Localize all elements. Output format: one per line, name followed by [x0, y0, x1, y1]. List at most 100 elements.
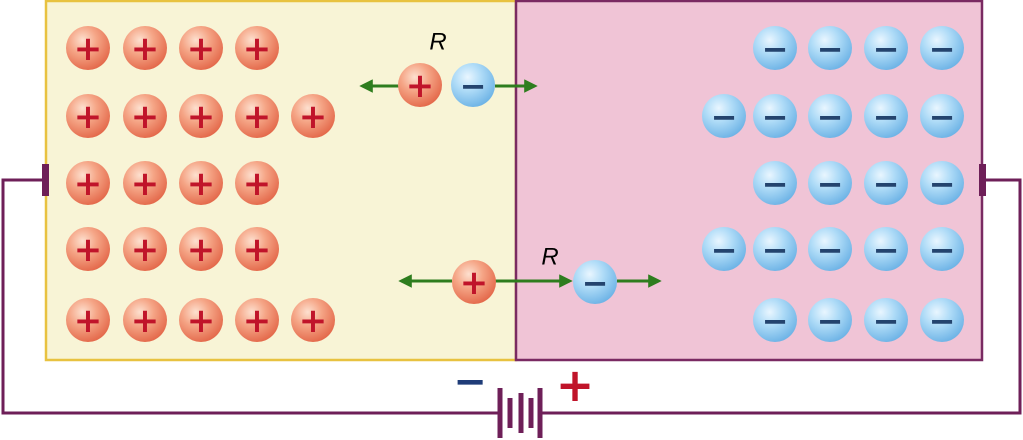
plus-circle-icon	[66, 161, 110, 205]
negative-sign: −	[817, 165, 844, 203]
minus-circle-icon	[573, 260, 617, 304]
negative-sign: −	[929, 98, 956, 136]
negative-ion: −	[920, 161, 964, 205]
negative-ion: −	[864, 227, 908, 271]
positive-sign: +	[460, 263, 489, 303]
minus-circle-icon	[864, 26, 908, 70]
positive-sign: +	[74, 301, 103, 341]
minus-circle-icon	[702, 227, 746, 271]
positive-ion: +	[123, 161, 167, 205]
positive-ion: +	[66, 94, 110, 138]
negative-sign: −	[711, 98, 738, 136]
positive-sign: +	[131, 97, 160, 137]
n-type-region	[514, 0, 984, 362]
minus-circle-icon	[753, 227, 797, 271]
positive-sign: +	[406, 66, 435, 106]
negative-sign: −	[762, 302, 789, 340]
negative-ion: −	[808, 298, 852, 342]
positive-sign: +	[74, 164, 103, 204]
recombining-electron: −	[451, 63, 495, 107]
positive-sign: +	[243, 164, 272, 204]
positive-sign: +	[187, 97, 216, 137]
negative-ion: −	[808, 94, 852, 138]
negative-sign: −	[929, 302, 956, 340]
negative-sign: −	[817, 98, 844, 136]
negative-sign: −	[582, 264, 609, 302]
recombining-hole: +	[398, 63, 442, 107]
negative-ion: −	[702, 227, 746, 271]
plus-circle-icon	[291, 94, 335, 138]
negative-ion: −	[808, 161, 852, 205]
plus-circle-icon	[235, 26, 279, 70]
positive-ion: +	[291, 298, 335, 342]
positive-sign: +	[243, 97, 272, 137]
negative-ion: −	[864, 26, 908, 70]
positive-sign: +	[299, 301, 328, 341]
minus-circle-icon	[808, 26, 852, 70]
positive-ion: +	[66, 227, 110, 271]
minus-circle-icon	[808, 227, 852, 271]
positive-ion: +	[179, 26, 223, 70]
minus-circle-icon	[753, 161, 797, 205]
minus-circle-icon	[864, 298, 908, 342]
negative-ion: −	[864, 298, 908, 342]
battery-cell-plate	[537, 388, 543, 438]
plus-circle-icon	[235, 161, 279, 205]
positive-ion: +	[179, 161, 223, 205]
minus-circle-icon	[920, 227, 964, 271]
recombination-pair-top: +−	[359, 63, 538, 107]
positive-ion: +	[235, 26, 279, 70]
negative-sign: −	[929, 165, 956, 203]
negative-ion: −	[920, 227, 964, 271]
plus-circle-icon	[179, 94, 223, 138]
positive-ion: +	[66, 161, 110, 205]
negative-ion: −	[702, 94, 746, 138]
plus-circle-icon	[235, 94, 279, 138]
negative-sign: −	[873, 98, 900, 136]
minus-circle-icon	[702, 94, 746, 138]
positive-sign: +	[187, 301, 216, 341]
terminal-right	[979, 164, 986, 196]
plus-circle-icon	[179, 26, 223, 70]
negative-ion: −	[920, 298, 964, 342]
plus-circle-icon	[179, 161, 223, 205]
negative-ion: −	[808, 227, 852, 271]
minus-circle-icon	[920, 94, 964, 138]
positive-sign: +	[74, 97, 103, 137]
plus-circle-icon	[66, 26, 110, 70]
positive-ion: +	[66, 298, 110, 342]
positive-ion: +	[123, 26, 167, 70]
positive-ion: +	[66, 26, 110, 70]
plus-circle-icon	[123, 227, 167, 271]
negative-ion: −	[753, 227, 797, 271]
minus-circle-icon	[451, 63, 495, 107]
positive-ion: +	[179, 94, 223, 138]
negative-sign: −	[929, 231, 956, 269]
positive-ion: +	[179, 227, 223, 271]
minus-circle-icon	[864, 94, 908, 138]
minus-circle-icon	[808, 161, 852, 205]
negative-sign: −	[873, 30, 900, 68]
battery-icon	[497, 388, 543, 438]
battery-cell-plate	[497, 388, 503, 438]
recombination-pair-bottom: +−	[398, 260, 662, 304]
negative-sign: −	[929, 30, 956, 68]
positive-sign: +	[74, 230, 103, 270]
positive-sign: +	[131, 164, 160, 204]
positive-sign: +	[187, 164, 216, 204]
negative-ion: −	[753, 298, 797, 342]
minus-circle-icon	[753, 298, 797, 342]
plus-circle-icon	[66, 227, 110, 271]
positive-sign: +	[187, 29, 216, 69]
recombination-label-bottom: R	[541, 244, 558, 271]
positive-ions-grid: ++++++++++++++++++++++	[66, 26, 335, 342]
battery-cell-plate	[518, 393, 524, 433]
positive-ion: +	[123, 94, 167, 138]
plus-circle-icon	[123, 26, 167, 70]
minus-circle-icon	[864, 161, 908, 205]
negative-ion: −	[920, 26, 964, 70]
recombining-electron: −	[573, 260, 617, 304]
negative-ion: −	[753, 94, 797, 138]
external-circuit	[1, 178, 1022, 415]
